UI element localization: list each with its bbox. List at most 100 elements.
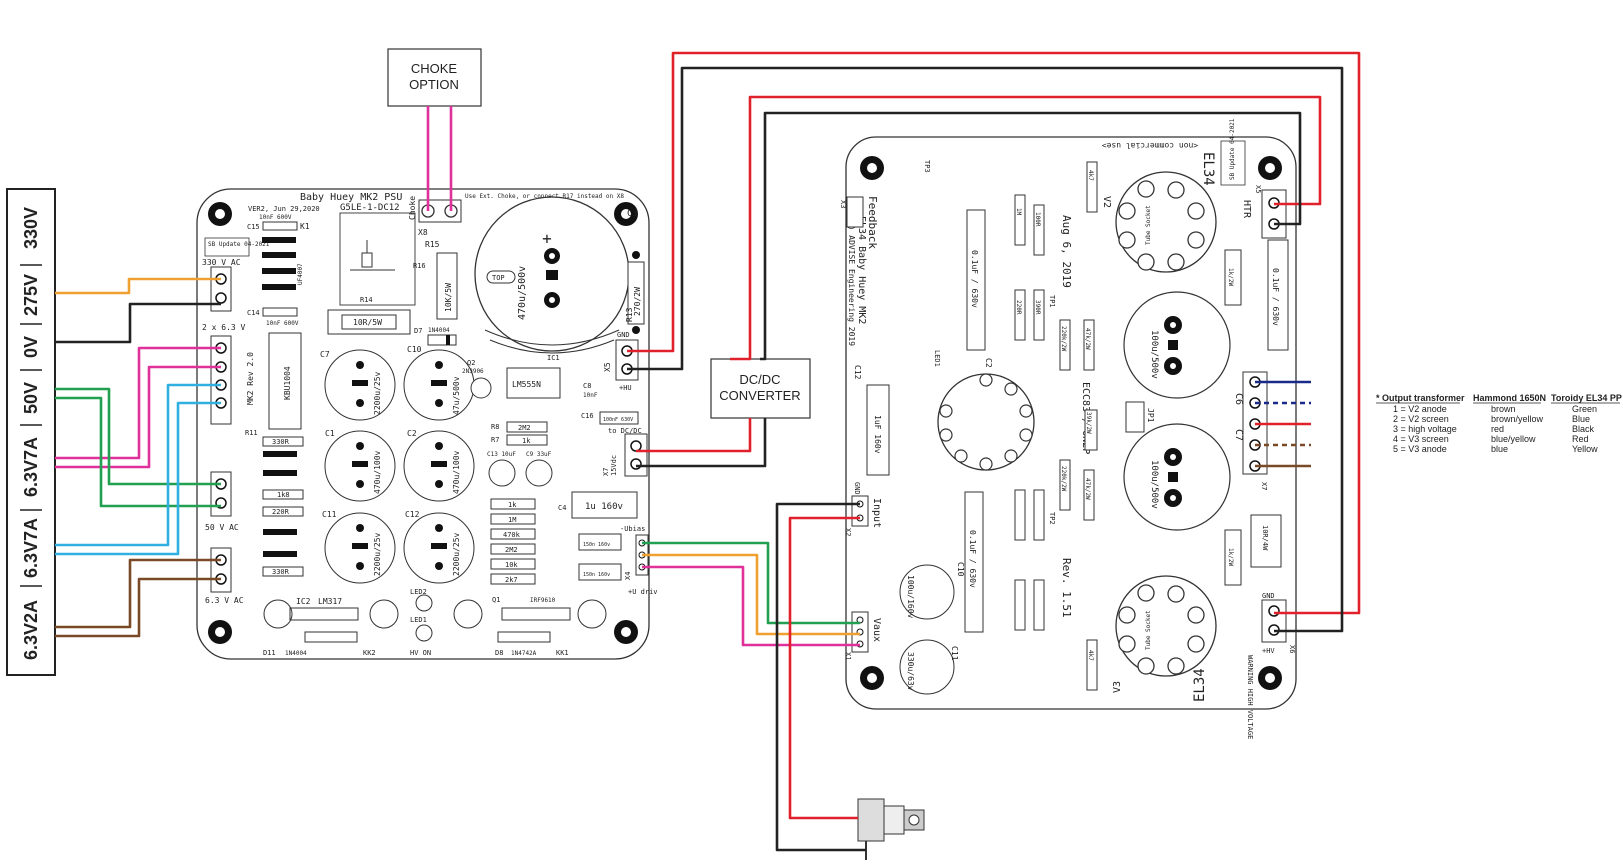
svg-text:EL34: EL34	[1200, 152, 1216, 186]
svg-text:330R: 330R	[272, 568, 290, 576]
svg-text:C11: C11	[950, 646, 959, 661]
svg-text:X5: X5	[1254, 185, 1262, 193]
svg-text:X1: X1	[844, 652, 852, 660]
psu-cap-c12: C12 2200u/25v	[403, 510, 475, 584]
wire-50v-b	[55, 396, 221, 508]
svg-text:TP1: TP1	[1048, 295, 1056, 308]
psu-uf4007-top: UF4007	[297, 263, 304, 285]
svg-text:470u/100v: 470u/100v	[452, 450, 461, 494]
wire-hv-gnd	[627, 66, 1344, 633]
legend-row-1-pin: 1 = V2 anode	[1393, 404, 1447, 414]
psu-d7-value: 1N4004	[428, 327, 450, 334]
psu-r16-value: 10K/5W	[444, 283, 453, 312]
wire-hv-red	[627, 51, 1361, 615]
svg-text:GND: GND	[853, 482, 861, 495]
svg-text:EL34 Baby Huey MK2: EL34 Baby Huey MK2	[856, 216, 867, 324]
legend-row-3-pin: 3 = high voltage	[1393, 424, 1457, 434]
psu-relay-label: G5LE-1-DC12	[340, 203, 400, 213]
tx-label-63v7a-2: 6.3V7A	[21, 518, 41, 578]
svg-text:1k8: 1k8	[277, 491, 290, 499]
wire-50v-a	[55, 387, 221, 486]
psu-k1: K1	[300, 222, 310, 231]
amp-update: SB Update 04-2021	[1229, 118, 1236, 180]
wire-0v	[55, 302, 221, 344]
svg-text:C16: C16	[581, 412, 594, 420]
svg-text:IRF9610: IRF9610	[530, 597, 556, 604]
psu-r14-value: 10R/5W	[353, 318, 382, 327]
legend-row-1-toroidy: Green	[1572, 404, 1597, 414]
psu-c15-value: 10nF 600V	[259, 214, 292, 221]
svg-text:JP1: JP1	[1146, 408, 1155, 423]
svg-text:Vaux: Vaux	[871, 618, 882, 642]
amp-tube-v2: Tube Socket V2 EL34	[1101, 152, 1217, 273]
svg-text:IC2: IC2	[296, 597, 311, 606]
legend-row-5-hammond: blue	[1491, 444, 1508, 454]
svg-text:150n 160v: 150n 160v	[583, 572, 610, 578]
svg-text:D11: D11	[263, 649, 276, 657]
svg-text:C9 33uF: C9 33uF	[526, 451, 552, 458]
svg-text:C8: C8	[583, 382, 591, 390]
svg-text:KK2: KK2	[363, 649, 376, 657]
wire-275v	[55, 277, 221, 295]
output-transformer-legend: * Output transformer Hammond 1650N Toroi…	[1376, 393, 1622, 454]
svg-text:Rev. 1.51: Rev. 1.51	[1060, 558, 1073, 618]
legend-row-2-pin: 2 = V2 screen	[1393, 414, 1449, 424]
svg-text:LED1: LED1	[933, 350, 941, 367]
svg-text:220R: 220R	[1015, 300, 1022, 315]
svg-text:0.1uF / 630v: 0.1uF / 630v	[970, 250, 979, 308]
svg-text:1k: 1k	[508, 501, 517, 509]
psu-resistor-bank: 1k 1M 470k 2M2 10k 2k7	[490, 498, 536, 585]
svg-text:1u 160v: 1u 160v	[585, 502, 623, 512]
svg-text:Feedback: Feedback	[866, 196, 879, 249]
amp-tube-v3: Tube Socket V3 EL34	[1112, 575, 1217, 702]
wire-63v2a-b	[55, 577, 221, 638]
psu-x5-gnd: GND	[617, 331, 630, 339]
legend-row-5-pin: 5 = V3 anode	[1393, 444, 1447, 454]
svg-text:390R: 390R	[1034, 300, 1041, 315]
svg-text:GND: GND	[1262, 592, 1275, 600]
legend-row-4-hammond: blue/yellow	[1491, 434, 1536, 444]
rca-input-jack	[857, 798, 925, 860]
psu-cap-c11: C11 2200u/25v	[322, 510, 396, 584]
psu-mounting-holes	[208, 202, 638, 644]
svg-text:Q2: Q2	[467, 359, 475, 367]
psu-diode-stack	[262, 237, 296, 290]
wire-63v-a	[55, 383, 221, 547]
tx-divider-lines	[20, 264, 42, 587]
svg-text:LM555N: LM555N	[512, 380, 541, 389]
amp-noncommercial: <non commercial use>	[1102, 141, 1199, 150]
legend-row-5-toroidy: Yellow	[1572, 444, 1598, 454]
wire-63v-b	[55, 401, 221, 556]
amp-board: <non commercial use> SB Update 04-2021 X…	[839, 118, 1297, 739]
psu-50vac: 50 V AC	[205, 523, 239, 532]
psu-x5-hv: +HU	[619, 384, 632, 392]
legend-row-2-hammond: brown/yellow	[1491, 414, 1544, 424]
wire-vaux-green	[642, 541, 860, 625]
svg-text:TP2: TP2	[1048, 512, 1056, 525]
svg-text:1k/2W: 1k/2W	[1227, 268, 1234, 286]
svg-text:0.1uF / 630v: 0.1uF / 630v	[968, 530, 977, 588]
svg-text:1M: 1M	[1015, 208, 1022, 216]
psu-d7: D7	[414, 327, 422, 335]
psu-version: VER2, Jun 29,2020	[248, 205, 320, 213]
svg-text:2200u/25v: 2200u/25v	[373, 532, 382, 576]
tx-label-330v: 330V	[21, 207, 41, 249]
psu-r13: R13	[625, 307, 634, 322]
svg-text:220R: 220R	[272, 508, 290, 516]
svg-text:X6: X6	[1288, 645, 1296, 653]
svg-text:D8: D8	[495, 649, 503, 657]
svg-text:100u/160v: 100u/160v	[906, 575, 915, 619]
svg-text:47k/2W: 47k/2W	[1084, 478, 1091, 500]
dcdc-line1: DC/DC	[739, 372, 780, 387]
wire-vaux-magenta	[642, 565, 860, 647]
svg-text:X7: X7	[1260, 482, 1268, 490]
svg-text:220k/2W: 220k/2W	[1060, 466, 1067, 492]
wire-htr-red	[730, 95, 1322, 361]
svg-text:C10: C10	[407, 345, 422, 354]
svg-text:10R/4W: 10R/4W	[1261, 525, 1269, 551]
svg-text:47u/500v: 47u/500v	[452, 376, 461, 415]
amp-cap-c7: 100u/500v C7	[1123, 423, 1244, 531]
psu-63vac: 6.3 V AC	[205, 596, 244, 605]
amp-mounting-holes	[860, 156, 1282, 690]
svg-text:C7: C7	[1233, 429, 1244, 441]
